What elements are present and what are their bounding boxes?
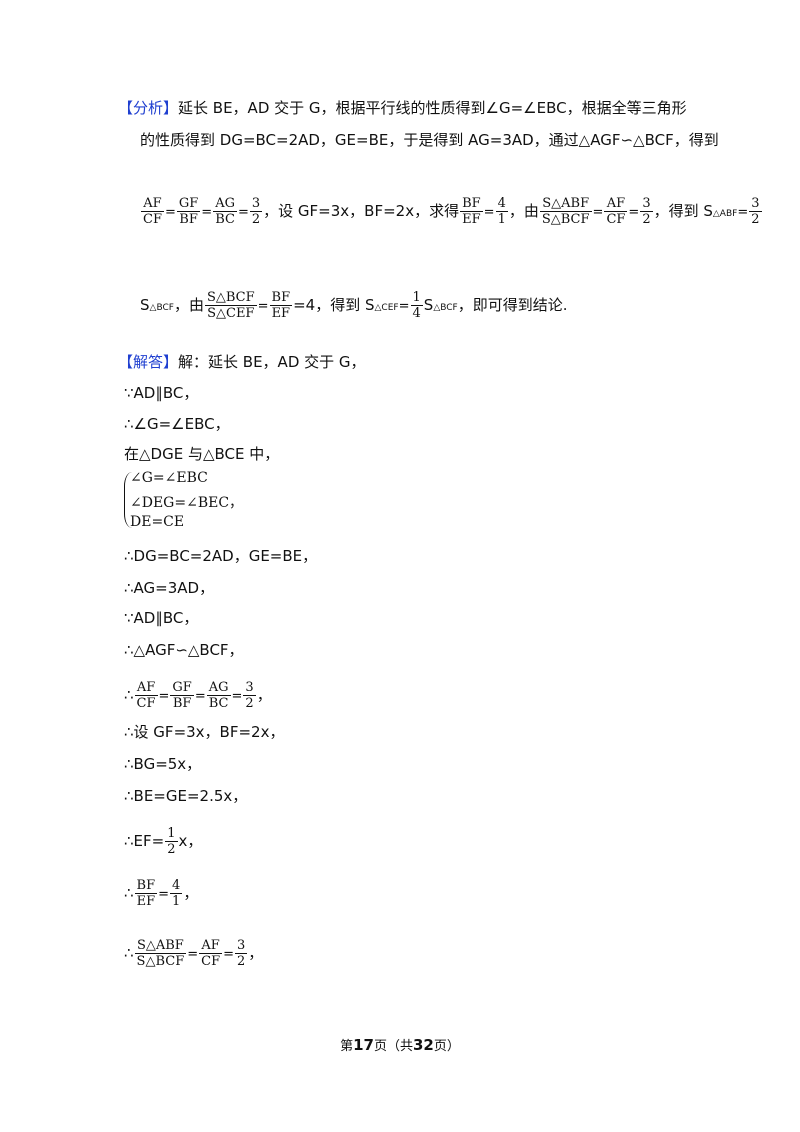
left-brace — [124, 472, 133, 528]
current-page-number: 17 — [353, 1036, 374, 1054]
solution-line-10: ∴BG=5x， — [124, 755, 202, 773]
solution-line-4: ∴DG=BC=2AD，GE=BE， — [124, 547, 318, 565]
analysis-line-1: 【分析】延长 BE，AD 交于 G，根据平行线的性质得到∠G=∠EBC，根据全等… — [118, 98, 687, 118]
solution-line-intro: 【解答】解：延长 BE，AD 交于 G， — [118, 353, 366, 371]
analysis-text-1: 延长 BE，AD 交于 G，根据平行线的性质得到∠G=∠EBC，根据全等三角形 — [178, 99, 687, 117]
system-line-1: ∠G=∠EBC — [130, 470, 208, 486]
solution-tag: 【解答】 — [118, 353, 179, 371]
solution-line-6: ∵AD∥BC， — [124, 609, 199, 627]
solution-line-9: ∴设 GF=3x，BF=2x， — [124, 723, 285, 741]
total-page-count: 32 — [413, 1036, 434, 1054]
solution-line-11: ∴BE=GE=2.5x， — [124, 787, 248, 805]
solution-line-2: ∴∠G=∠EBC， — [124, 415, 230, 433]
solution-line-1: ∵AD∥BC， — [124, 384, 199, 402]
solution-line-3: 在△DGE 与△BCE 中， — [124, 445, 280, 463]
solution-line-7: ∴△AGF∽△BCF， — [124, 641, 244, 659]
solution-line-5: ∴AG=3AD， — [124, 579, 215, 597]
analysis-tag: 【分析】 — [118, 99, 179, 117]
analysis-text: ，设 GF=3x，BF=2x，求得 — [263, 202, 460, 220]
page-footer: 第17页（共32页） — [340, 1036, 460, 1054]
system-line-2: ∠DEG=∠BEC， — [130, 495, 244, 511]
analysis-line-2: 的性质得到 DG=BC=2AD，GE=BE，于是得到 AG=3AD，通过△AGF… — [140, 131, 719, 149]
system-line-3: DE=CE — [130, 514, 185, 530]
